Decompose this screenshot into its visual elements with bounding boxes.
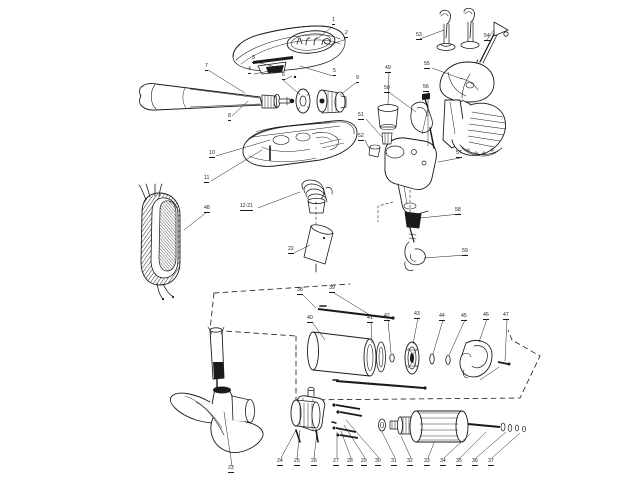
callout-4: 4 (248, 66, 251, 74)
callout-47: 47 (503, 312, 509, 320)
callout-41: 41 (367, 315, 373, 323)
callout-23: 23 (228, 465, 234, 473)
callout-43: 43 (414, 311, 420, 319)
callout-10: 10 (209, 150, 215, 158)
callout-40: 40 (307, 315, 313, 323)
callout-2: 2 (345, 30, 348, 38)
steering-coupler (282, 79, 358, 114)
depth-collar-assembly (377, 189, 467, 271)
callout-12-21: 12-21 (240, 203, 253, 211)
callout-31: 31 (391, 458, 397, 466)
callout-44: 44 (439, 313, 445, 321)
propeller-skeg-assembly (170, 386, 321, 467)
callout-49: 49 (385, 65, 391, 73)
motor-housing-exploded (301, 292, 511, 390)
callout-35: 35 (456, 458, 462, 466)
callout-36: 36 (472, 458, 478, 466)
callout-38: 38 (297, 287, 303, 295)
callout-37: 37 (488, 458, 494, 466)
callout-9: 9 (356, 75, 359, 83)
callout-48: 48 (204, 205, 210, 213)
callout-56: 56 (423, 84, 429, 92)
callout-50: 50 (384, 85, 390, 93)
callout-53: 53 (416, 32, 422, 40)
callout-8: 8 (228, 113, 231, 121)
callout-27: 27 (333, 458, 339, 466)
callout-51: 51 (358, 112, 364, 120)
callout-29: 29 (361, 458, 367, 466)
mount-bracket-assembly (364, 7, 509, 215)
tiller-handle (139, 69, 295, 117)
callout-5: 5 (333, 68, 336, 76)
callout-57: 57 (456, 150, 462, 158)
shaft-tube (207, 326, 225, 391)
callout-59: 59 (462, 248, 468, 256)
callout-54: 54 (484, 33, 490, 41)
callout-28: 28 (347, 458, 353, 466)
assembly-group-boundary (209, 283, 541, 401)
callout-25: 25 (294, 458, 300, 466)
callout-55: 55 (424, 61, 430, 69)
callout-45: 45 (461, 313, 467, 321)
callout-3: 3 (252, 55, 255, 63)
spring-bushing-assembly (293, 179, 334, 273)
callout-58: 58 (455, 207, 461, 215)
callout-6: 6 (282, 72, 285, 80)
callout-24: 24 (277, 458, 283, 466)
lower-unit-housing (210, 120, 358, 182)
callout-11: 11 (204, 175, 210, 183)
callout-26: 26 (311, 458, 317, 466)
callout-32: 32 (407, 458, 413, 466)
callout-30: 30 (375, 458, 381, 466)
control-head-body (232, 25, 346, 81)
coiled-power-cable (138, 183, 208, 301)
callout-42: 42 (384, 313, 390, 321)
callout-22: 22 (288, 246, 294, 254)
callout-1: 1 (332, 17, 335, 25)
callout-7: 7 (205, 63, 208, 71)
callout-46: 46 (483, 312, 489, 320)
callout-34: 34 (440, 458, 446, 466)
callout-52: 52 (358, 133, 364, 141)
callout-39: 39 (329, 285, 335, 293)
callout-33: 33 (424, 458, 430, 466)
